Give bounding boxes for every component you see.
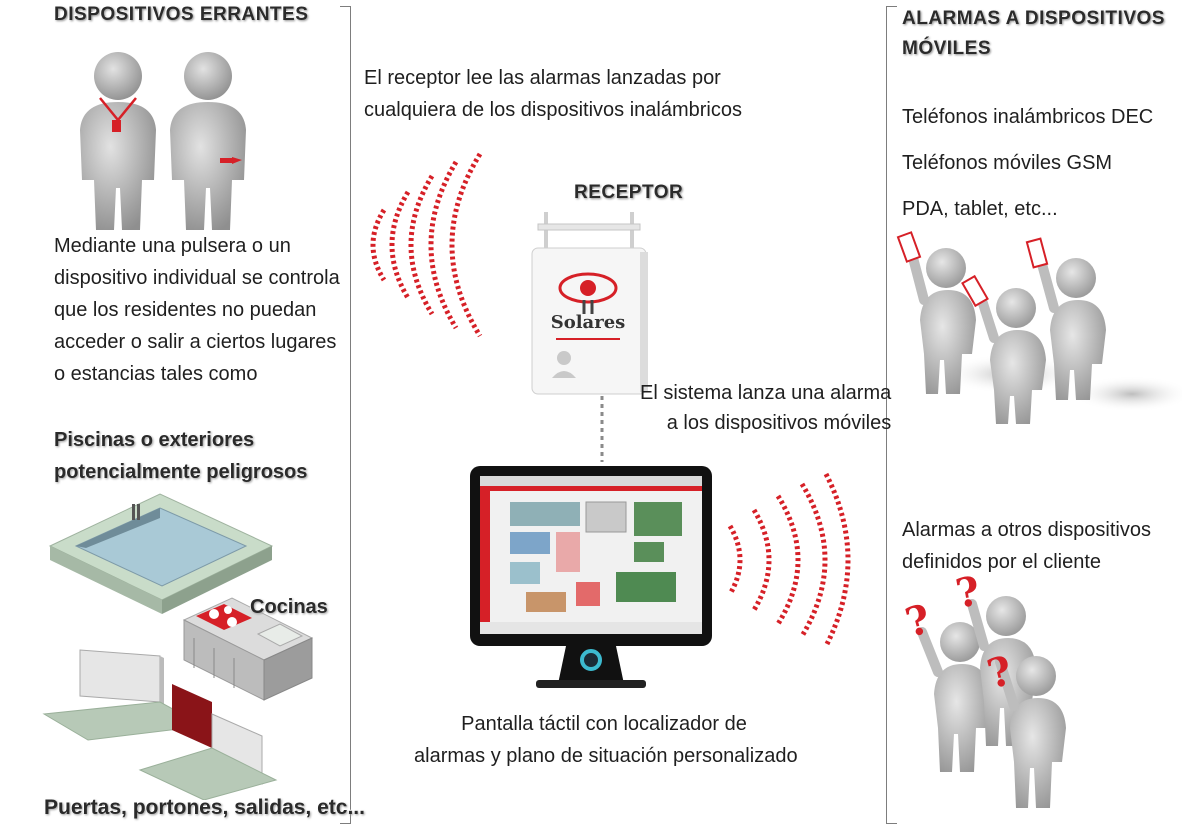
person-figure-icon <box>995 656 1066 808</box>
person-figure-icon <box>1025 237 1106 400</box>
pool-icon <box>48 493 274 614</box>
description-line: o estancias tales como <box>54 363 258 385</box>
doors-label: Puertas, portones, salidas, etc... <box>44 796 365 819</box>
person-figure-icon <box>80 52 156 230</box>
left-section-bracket <box>340 6 351 824</box>
receiver-description: El receptor lee las alarmas lanzadas por… <box>364 67 742 121</box>
receiver-logo-text: Solares <box>551 312 626 333</box>
description-line: dispositivo individual se controla <box>54 267 340 289</box>
question-mark-icon: ? <box>901 595 936 646</box>
wandering-residents-illustration <box>80 52 246 230</box>
signal-waves-icon <box>370 152 483 338</box>
person-figure-icon <box>170 52 246 230</box>
monitor-icon <box>470 466 712 688</box>
pools-label: Piscinas o exteriores potencialmente pel… <box>54 429 308 483</box>
description-line: que los residentes no puedan <box>54 299 317 321</box>
right-panel-title: ALARMAS A DISPOSITIVOS MÓVILES <box>902 8 1165 59</box>
person-figure-icon <box>917 622 990 772</box>
figures-with-phones-illustration <box>896 231 1182 424</box>
kitchen-icon <box>182 597 314 701</box>
left-panel-title: DISPOSITIVOS ERRANTES <box>54 4 309 25</box>
figures-with-questions-illustration: ? ? ? <box>901 576 1066 808</box>
device-item: Teléfonos móviles GSM <box>902 152 1113 174</box>
question-mark-icon: ? <box>952 576 983 618</box>
receiver-icon: Solares <box>531 212 648 395</box>
device-item: Teléfonos inalámbricos DEC <box>902 106 1154 128</box>
other-devices-description: Alarmas a otros dispositivos definidos p… <box>902 519 1151 573</box>
receiver-label: RECEPTOR <box>574 182 684 203</box>
phone-icon <box>896 231 922 263</box>
phone-icon <box>1025 237 1049 269</box>
screen-description: Pantalla táctil con localizador de alarm… <box>414 713 798 767</box>
kitchens-label: Cocinas <box>250 596 328 618</box>
door-icon <box>42 649 278 800</box>
description-line: acceder o salir a ciertos lugares <box>54 331 337 353</box>
wandering-description: Mediante una pulsera o un dispositivo in… <box>54 230 340 390</box>
right-section-bracket <box>886 6 897 824</box>
connector-line <box>592 396 612 467</box>
description-line: Mediante una pulsera o un <box>54 235 291 257</box>
system-description: El sistema lanza una alarma a los dispos… <box>640 382 892 434</box>
person-figure-icon <box>896 231 976 394</box>
phone-icon <box>961 274 989 308</box>
device-item: PDA, tablet, etc... <box>902 198 1058 220</box>
person-figure-icon <box>961 274 1046 424</box>
mobile-devices-list: Teléfonos inalámbricos DEC Teléfonos móv… <box>902 94 1153 232</box>
signal-waves-icon <box>727 472 851 648</box>
